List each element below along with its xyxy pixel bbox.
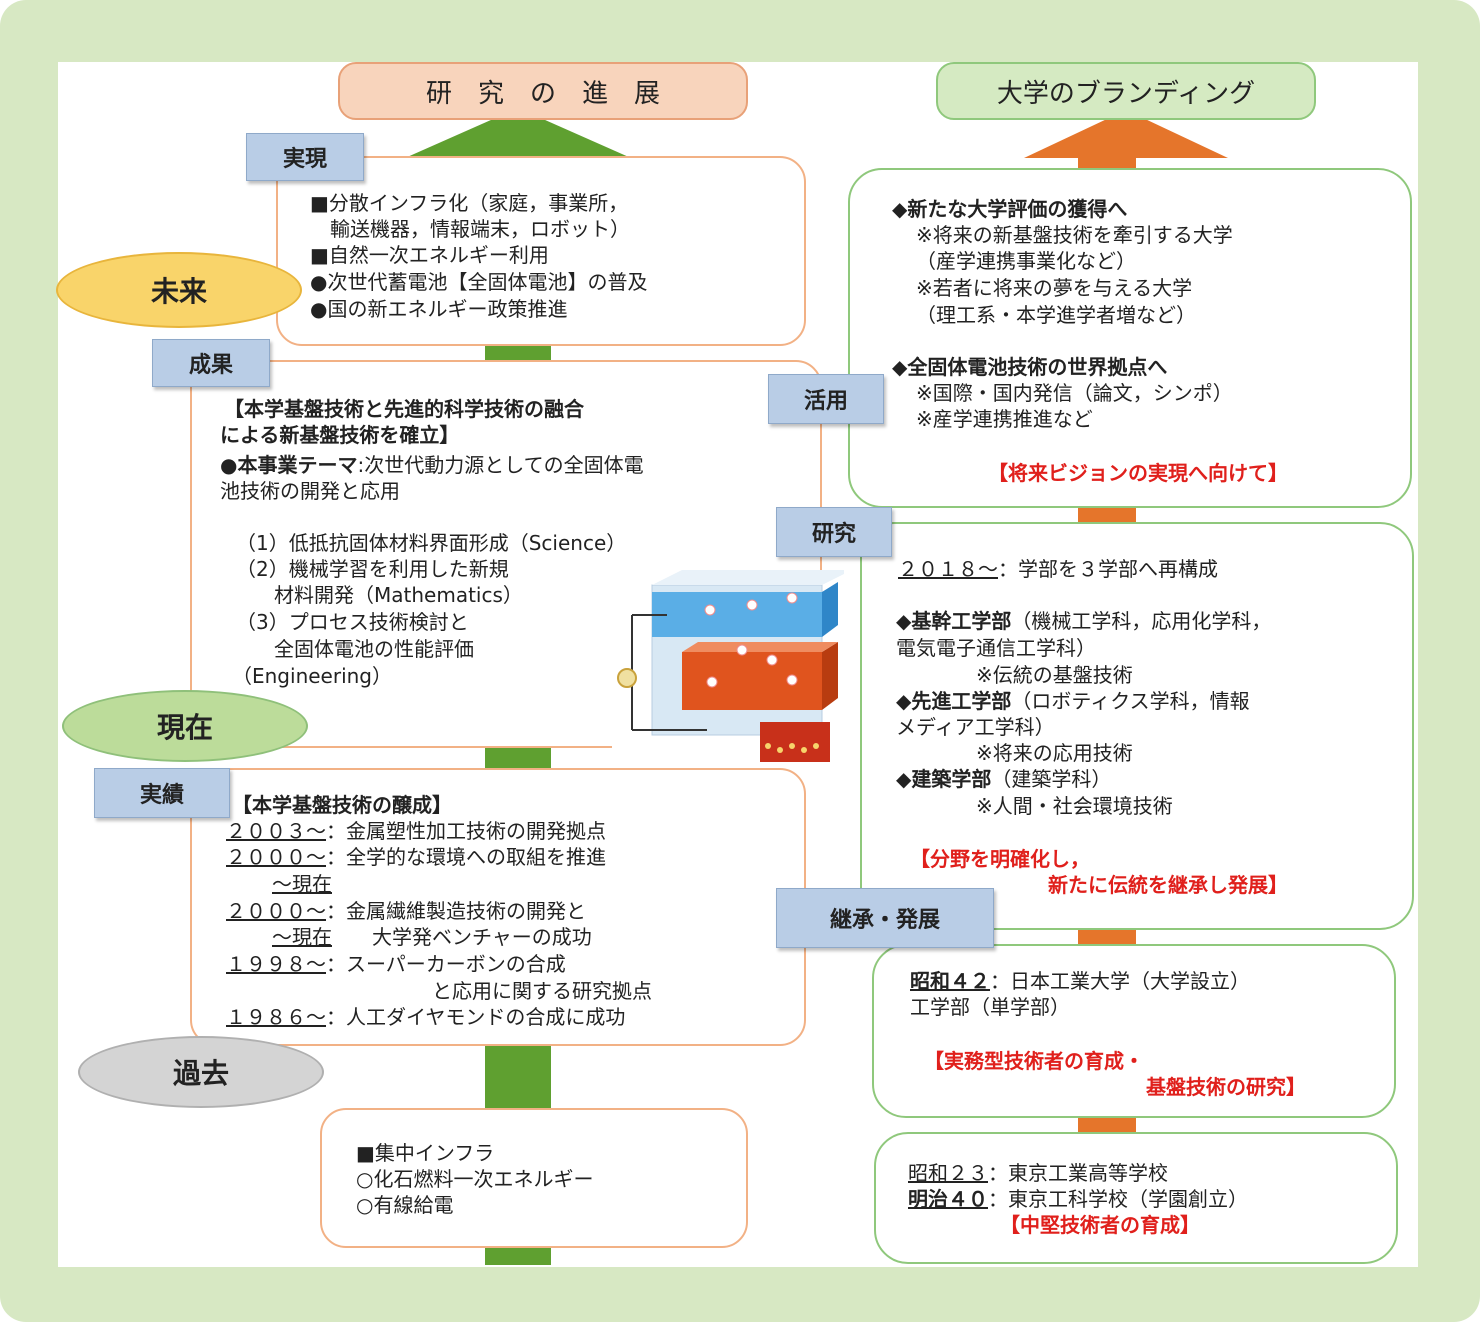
research-box: ２０１８～：学部を３学部へ再構成 ◆基幹工学部（機械工学科，応用化学科， 電気電… xyxy=(860,522,1414,930)
achievement-row: と応用に関する研究拠点 xyxy=(412,979,652,1003)
realization-item: 輸送機器，情報端末，ロボット） xyxy=(310,217,630,241)
results-item: 材料開発（Mathematics） xyxy=(254,583,523,607)
utilization-heading: ◆全固体電池技術の世界拠点へ xyxy=(892,355,1168,379)
utilization-vision: 【将来ビジョンの実現へ向けて】 xyxy=(988,461,1288,485)
results-theme: ●本事業テーマ:次世代動力源としての全固体電 xyxy=(220,453,644,477)
realization-item: ●国の新エネルギー政策推進 xyxy=(310,297,568,321)
research-note: ※将来の応用技術 xyxy=(976,741,1133,765)
research-tag: 研究 xyxy=(776,507,892,557)
research-faculty: 電気電子通信工学科） xyxy=(896,636,1096,660)
founding-box: 昭和２３：東京工業高等学校 明治４０：東京工科学校（学園創立） 【中堅技術者の育… xyxy=(874,1132,1398,1264)
achievements-box: 【本学基盤技術の醸成】 ２００３～：金属塑性加工技術の開発拠点 ２０００～：全学… xyxy=(190,768,806,1046)
realization-item: ■分散インフラ化（家庭，事業所， xyxy=(310,191,629,215)
realization-item: ■自然一次エネルギー利用 xyxy=(310,243,549,267)
succession-slogan: 基盤技術の研究】 xyxy=(1146,1075,1306,1099)
results-item: （Engineering） xyxy=(232,664,392,688)
succession-slogan: 【実務型技術者の育成・ xyxy=(924,1049,1144,1073)
achievement-row: ～現在 xyxy=(272,872,332,896)
results-theme: 池技術の開発と応用 xyxy=(220,479,400,503)
past-item: ■集中インフラ xyxy=(356,1141,495,1165)
succession-item: 昭和４２：日本工業大学（大学設立） xyxy=(910,969,1250,993)
achievement-row: １９９８～：スーパーカーボンの合成 xyxy=(226,952,566,976)
utilization-item: （理工系・本学進学者増など） xyxy=(916,303,1196,327)
utilization-item: ※産学連携推進など xyxy=(916,407,1093,431)
utilization-item: ※将来の新基盤技術を牽引する大学 xyxy=(916,223,1233,247)
succession-box: 昭和４２：日本工業大学（大学設立） 工学部（単学部） 【実務型技術者の育成・ 基… xyxy=(872,944,1396,1118)
battery-illustration xyxy=(612,570,852,766)
utilization-item: ※若者に将来の夢を与える大学 xyxy=(916,276,1193,300)
research-faculty: ◆基幹工学部（機械工学科，応用化学科， xyxy=(896,609,1272,633)
founding-item: 明治４０：東京工科学校（学園創立） xyxy=(908,1187,1248,1211)
results-item: 全固体電池の性能評価 xyxy=(254,637,474,661)
utilization-item: ※国際・国内発信（論文，シンポ） xyxy=(916,381,1233,405)
results-heading: による新基盤技術を確立】 xyxy=(220,423,460,447)
past-oval: 過去 xyxy=(78,1036,324,1108)
realization-tag: 実現 xyxy=(246,133,364,181)
utilization-item: （産学連携事業化など） xyxy=(916,249,1136,273)
achievements-tag: 実績 xyxy=(94,768,230,818)
research-note: ※人間・社会環境技術 xyxy=(976,794,1173,818)
utilization-heading: ◆新たな大学評価の獲得へ xyxy=(892,197,1128,221)
past-infrastructure-box: ■集中インフラ ○化石燃料一次エネルギー ○有線給電 xyxy=(320,1108,748,1248)
future-oval: 未来 xyxy=(56,252,302,328)
realization-item: ●次世代蓄電池【全固体電池】の普及 xyxy=(310,270,648,294)
research-faculty: ◆先進工学部（ロボティクス学科，情報 xyxy=(896,689,1250,713)
founding-item: 昭和２３：東京工業高等学校 xyxy=(908,1161,1168,1185)
results-item: （1）低抵抗固体材料界面形成（Science） xyxy=(236,531,627,555)
achievement-row: ～現在 大学発ベンチャーの成功 xyxy=(272,925,592,949)
realization-list: ■分散インフラ化（家庭，事業所， 輸送機器，情報端末，ロボット） ■自然一次エネ… xyxy=(310,190,790,330)
progress-arrow-head xyxy=(405,108,631,158)
research-faculty: メディア工学科） xyxy=(896,715,1055,739)
achievement-row: ２０００～：金属繊維製造技術の開発と xyxy=(226,899,586,923)
utilization-tag: 活用 xyxy=(768,374,884,424)
research-note: ※伝統の基盤技術 xyxy=(976,663,1133,687)
results-heading: 【本学基盤技術と先進的科学技術の融合 xyxy=(224,397,584,421)
results-item: （3）プロセス技術検討と xyxy=(236,610,469,634)
results-tag: 成果 xyxy=(152,339,270,387)
present-oval: 現在 xyxy=(62,690,308,762)
past-item: ○有線給電 xyxy=(356,1193,454,1217)
past-item: ○化石燃料一次エネルギー xyxy=(356,1167,594,1191)
succession-item: 工学部（単学部） xyxy=(910,995,1070,1019)
founding-slogan: 【中堅技術者の育成】 xyxy=(1000,1213,1200,1237)
branding-arrow-head xyxy=(1024,110,1228,158)
achievements-heading: 【本学基盤技術の醸成】 xyxy=(232,793,452,817)
results-item: （2）機械学習を利用した新規 xyxy=(236,557,509,581)
research-slogan: 新たに伝統を継承し発展】 xyxy=(1048,873,1288,897)
achievement-row: ２０００～：全学的な環境への取組を推進 xyxy=(226,845,606,869)
realization-box: ■分散インフラ化（家庭，事業所， 輸送機器，情報端末，ロボット） ■自然一次エネ… xyxy=(276,156,806,346)
utilization-box: ◆新たな大学評価の獲得へ ※将来の新基盤技術を牽引する大学 （産学連携事業化など… xyxy=(848,168,1412,508)
university-branding-header: 大学のブランディング xyxy=(936,62,1316,120)
research-faculty: ◆建築学部（建築学科） xyxy=(896,767,1112,791)
research-slogan: 【分野を明確化し， xyxy=(910,847,1090,871)
research-progress-header: 研 究 の 進 展 xyxy=(338,62,748,120)
succession-tag: 継承・発展 xyxy=(776,888,994,948)
achievement-row: １９８６～：人工ダイヤモンドの合成に成功 xyxy=(226,1005,626,1029)
research-reorg: ２０１８～：学部を３学部へ再構成 xyxy=(898,557,1218,581)
achievement-row: ２００３～：金属塑性加工技術の開発拠点 xyxy=(226,819,606,843)
